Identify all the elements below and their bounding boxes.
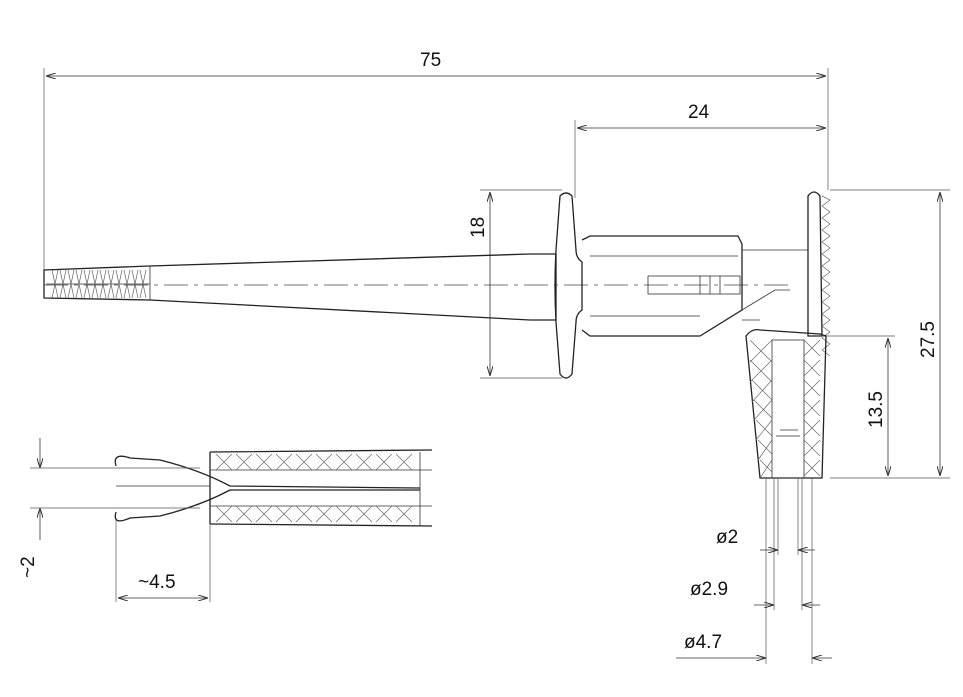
dimension-flange-height: 18 (468, 189, 562, 379)
flange-height-label: 18 (468, 217, 489, 238)
sleeve-knurling (215, 453, 413, 523)
dimension-head-length: 24 (574, 102, 826, 198)
inner-diameter-label: ø2.9 (690, 579, 728, 600)
diameter-inner: ø2.9 (690, 579, 820, 605)
tip-knurling (51, 269, 147, 299)
socket-height-label: 13.5 (866, 391, 887, 428)
socket-sleeve (745, 328, 827, 664)
flange-right (807, 191, 831, 357)
diameter-pin: ø2 (716, 527, 815, 550)
plunger-body (581, 235, 808, 337)
dimension-socket-height: 13.5 (826, 335, 895, 476)
dimension-total-height: 27.5 (830, 189, 950, 479)
probe-shaft (43, 253, 557, 321)
socket-knurling (749, 339, 821, 479)
head-length-label: 24 (688, 102, 710, 123)
dimension-hook-extension: ~4.5 (118, 572, 208, 598)
hook-detail (30, 449, 433, 602)
dimension-hook-opening: ~2 (18, 438, 40, 578)
total-height-label: 27.5 (918, 321, 939, 358)
flange-left (554, 192, 583, 379)
diameter-outer: ø4.7 (676, 632, 832, 658)
hook-opening-label: ~2 (18, 556, 39, 578)
thread-knurling (821, 195, 831, 357)
dimension-overall-length: 75 (43, 50, 829, 295)
hook-extension-label: ~4.5 (138, 572, 176, 593)
overall-length-label: 75 (420, 50, 441, 71)
pin-diameter-label: ø2 (716, 527, 738, 548)
outer-diameter-label: ø4.7 (684, 632, 722, 653)
